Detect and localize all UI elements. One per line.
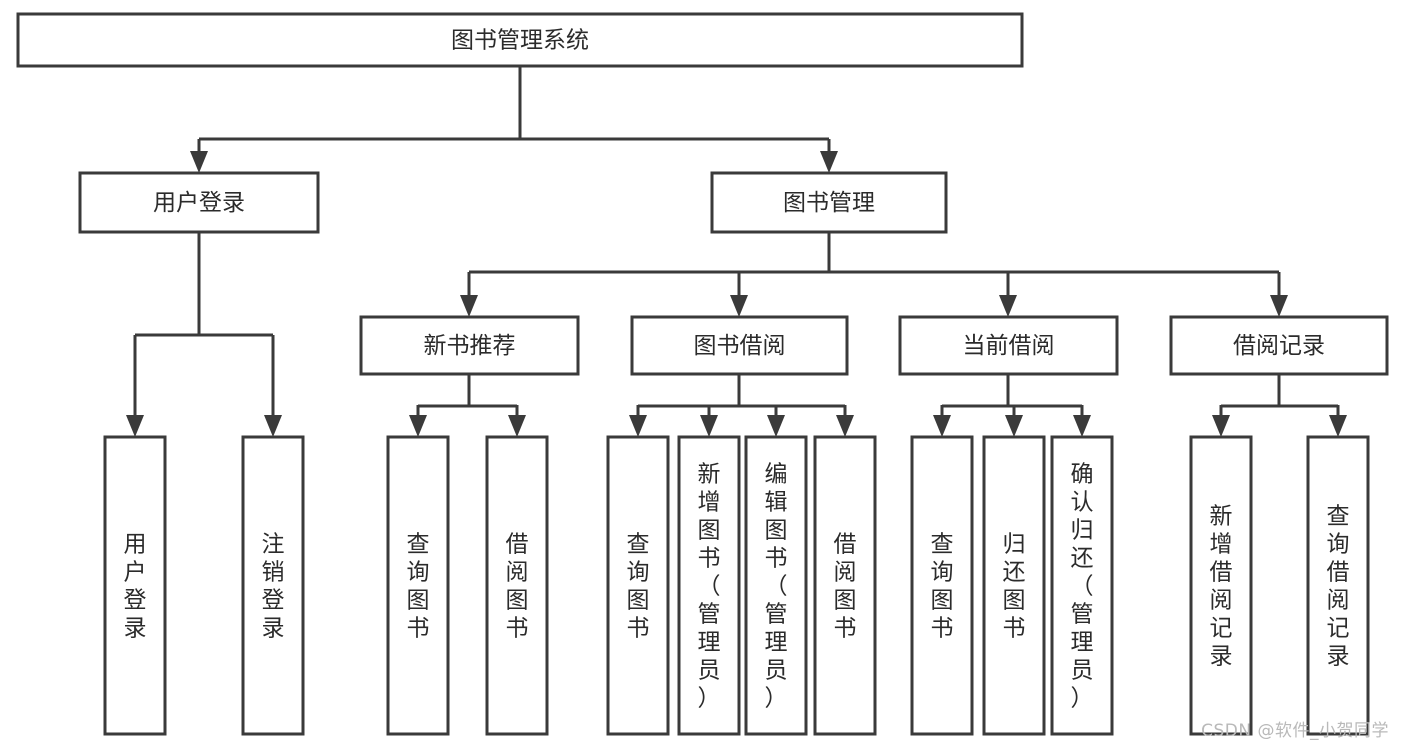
node-level4-label: 借阅图书 bbox=[506, 531, 529, 641]
node-level4-label: 确认归还（管理员） bbox=[1071, 461, 1094, 711]
node-level2-0[interactable]: 用户登录 bbox=[78, 171, 320, 234]
group-1-arrow-3-head bbox=[836, 415, 854, 437]
login-arrow-0-head bbox=[126, 415, 144, 437]
node-level4-11[interactable]: 新增借阅记录 bbox=[1189, 435, 1253, 736]
node-level4-box[interactable] bbox=[677, 435, 741, 736]
group-2-arrow-2-head bbox=[1073, 415, 1091, 437]
node-level4-1[interactable]: 注销登录 bbox=[241, 435, 305, 736]
node-level4-12[interactable]: 查询借阅记录 bbox=[1306, 435, 1370, 736]
group-0-arrow-1-head bbox=[508, 415, 526, 437]
node-level3-0[interactable]: 新书推荐 bbox=[359, 315, 580, 376]
node-level4-label: 归还图书 bbox=[1003, 531, 1026, 641]
node-level3-label: 新书推荐 bbox=[424, 333, 516, 359]
manage-arrow-2-head bbox=[999, 295, 1017, 317]
node-level2-label: 图书管理 bbox=[783, 190, 875, 216]
watermark-label: CSDN @软件_小贺同学 bbox=[1201, 721, 1389, 741]
node-level3-box[interactable] bbox=[630, 315, 849, 376]
node-level4-box[interactable] bbox=[241, 435, 305, 736]
node-level4-box[interactable] bbox=[813, 435, 877, 736]
group-1-arrow-1-head bbox=[700, 415, 718, 437]
node-level4-6[interactable]: 编辑图书（管理员） bbox=[744, 435, 808, 736]
node-level4-4[interactable]: 查询图书 bbox=[606, 435, 670, 736]
manage-arrow-3-head bbox=[1270, 295, 1288, 317]
node-layer: 图书管理系统用户登录图书管理新书推荐图书借阅当前借阅借阅记录用户登录注销登录查询… bbox=[16, 12, 1389, 736]
node-level4-box[interactable] bbox=[744, 435, 808, 736]
node-level3-box[interactable] bbox=[898, 315, 1119, 376]
node-level2-label: 用户登录 bbox=[153, 190, 245, 216]
node-level4-box[interactable] bbox=[606, 435, 670, 736]
manage-arrow-1-head bbox=[730, 295, 748, 317]
node-level4-label: 编辑图书（管理员） bbox=[765, 461, 788, 711]
node-level4-label: 用户登录 bbox=[124, 531, 147, 641]
manage-arrow-0-head bbox=[460, 295, 478, 317]
node-root-box[interactable] bbox=[16, 12, 1024, 68]
node-level3-1[interactable]: 图书借阅 bbox=[630, 315, 849, 376]
node-level4-label: 查询图书 bbox=[627, 531, 650, 641]
node-root[interactable]: 图书管理系统 bbox=[16, 12, 1024, 68]
group-2-arrow-1-head bbox=[1005, 415, 1023, 437]
node-level4-box[interactable] bbox=[103, 435, 167, 736]
node-level4-box[interactable] bbox=[910, 435, 974, 736]
group-1-arrow-2-head bbox=[767, 415, 785, 437]
node-level2-1[interactable]: 图书管理 bbox=[710, 171, 948, 234]
node-level4-box[interactable] bbox=[485, 435, 549, 736]
group-3-arrow-0-head bbox=[1212, 415, 1230, 437]
node-level4-8[interactable]: 查询图书 bbox=[910, 435, 974, 736]
node-level3-label: 当前借阅 bbox=[963, 333, 1055, 359]
group-3-arrow-1-head bbox=[1329, 415, 1347, 437]
node-level4-label: 新增图书（管理员） bbox=[698, 461, 721, 711]
group-0-arrow-0-head bbox=[409, 415, 427, 437]
root-arrow-1-head bbox=[820, 151, 838, 173]
node-level3-box[interactable] bbox=[1169, 315, 1389, 376]
node-level4-9[interactable]: 归还图书 bbox=[982, 435, 1046, 736]
node-level4-label: 注销登录 bbox=[262, 531, 285, 641]
node-level2-box[interactable] bbox=[710, 171, 948, 234]
node-level4-0[interactable]: 用户登录 bbox=[103, 435, 167, 736]
group-2-arrow-0-head bbox=[933, 415, 951, 437]
node-level3-3[interactable]: 借阅记录 bbox=[1169, 315, 1389, 376]
node-level4-box[interactable] bbox=[1306, 435, 1370, 736]
connector-layer bbox=[126, 66, 1347, 437]
node-level4-label: 查询图书 bbox=[407, 531, 430, 641]
group-1-arrow-0-head bbox=[629, 415, 647, 437]
login-arrow-1-head bbox=[264, 415, 282, 437]
node-level4-label: 新增借阅记录 bbox=[1210, 503, 1233, 669]
node-level4-box[interactable] bbox=[982, 435, 1046, 736]
node-level4-label: 查询图书 bbox=[931, 531, 954, 641]
node-level2-box[interactable] bbox=[78, 171, 320, 234]
node-level4-3[interactable]: 借阅图书 bbox=[485, 435, 549, 736]
node-level4-10[interactable]: 确认归还（管理员） bbox=[1050, 435, 1114, 736]
node-level3-label: 图书借阅 bbox=[694, 333, 786, 359]
node-root-label: 图书管理系统 bbox=[451, 28, 589, 54]
node-level4-label: 查询借阅记录 bbox=[1327, 503, 1350, 669]
node-level3-box[interactable] bbox=[359, 315, 580, 376]
node-level3-2[interactable]: 当前借阅 bbox=[898, 315, 1119, 376]
root-arrow-0-head bbox=[190, 151, 208, 173]
node-level4-5[interactable]: 新增图书（管理员） bbox=[677, 435, 741, 736]
node-level4-box[interactable] bbox=[1050, 435, 1114, 736]
node-level4-2[interactable]: 查询图书 bbox=[386, 435, 450, 736]
node-level4-label: 借阅图书 bbox=[834, 531, 857, 641]
node-level4-box[interactable] bbox=[1189, 435, 1253, 736]
node-level3-label: 借阅记录 bbox=[1233, 333, 1325, 359]
node-level4-box[interactable] bbox=[386, 435, 450, 736]
node-level4-7[interactable]: 借阅图书 bbox=[813, 435, 877, 736]
